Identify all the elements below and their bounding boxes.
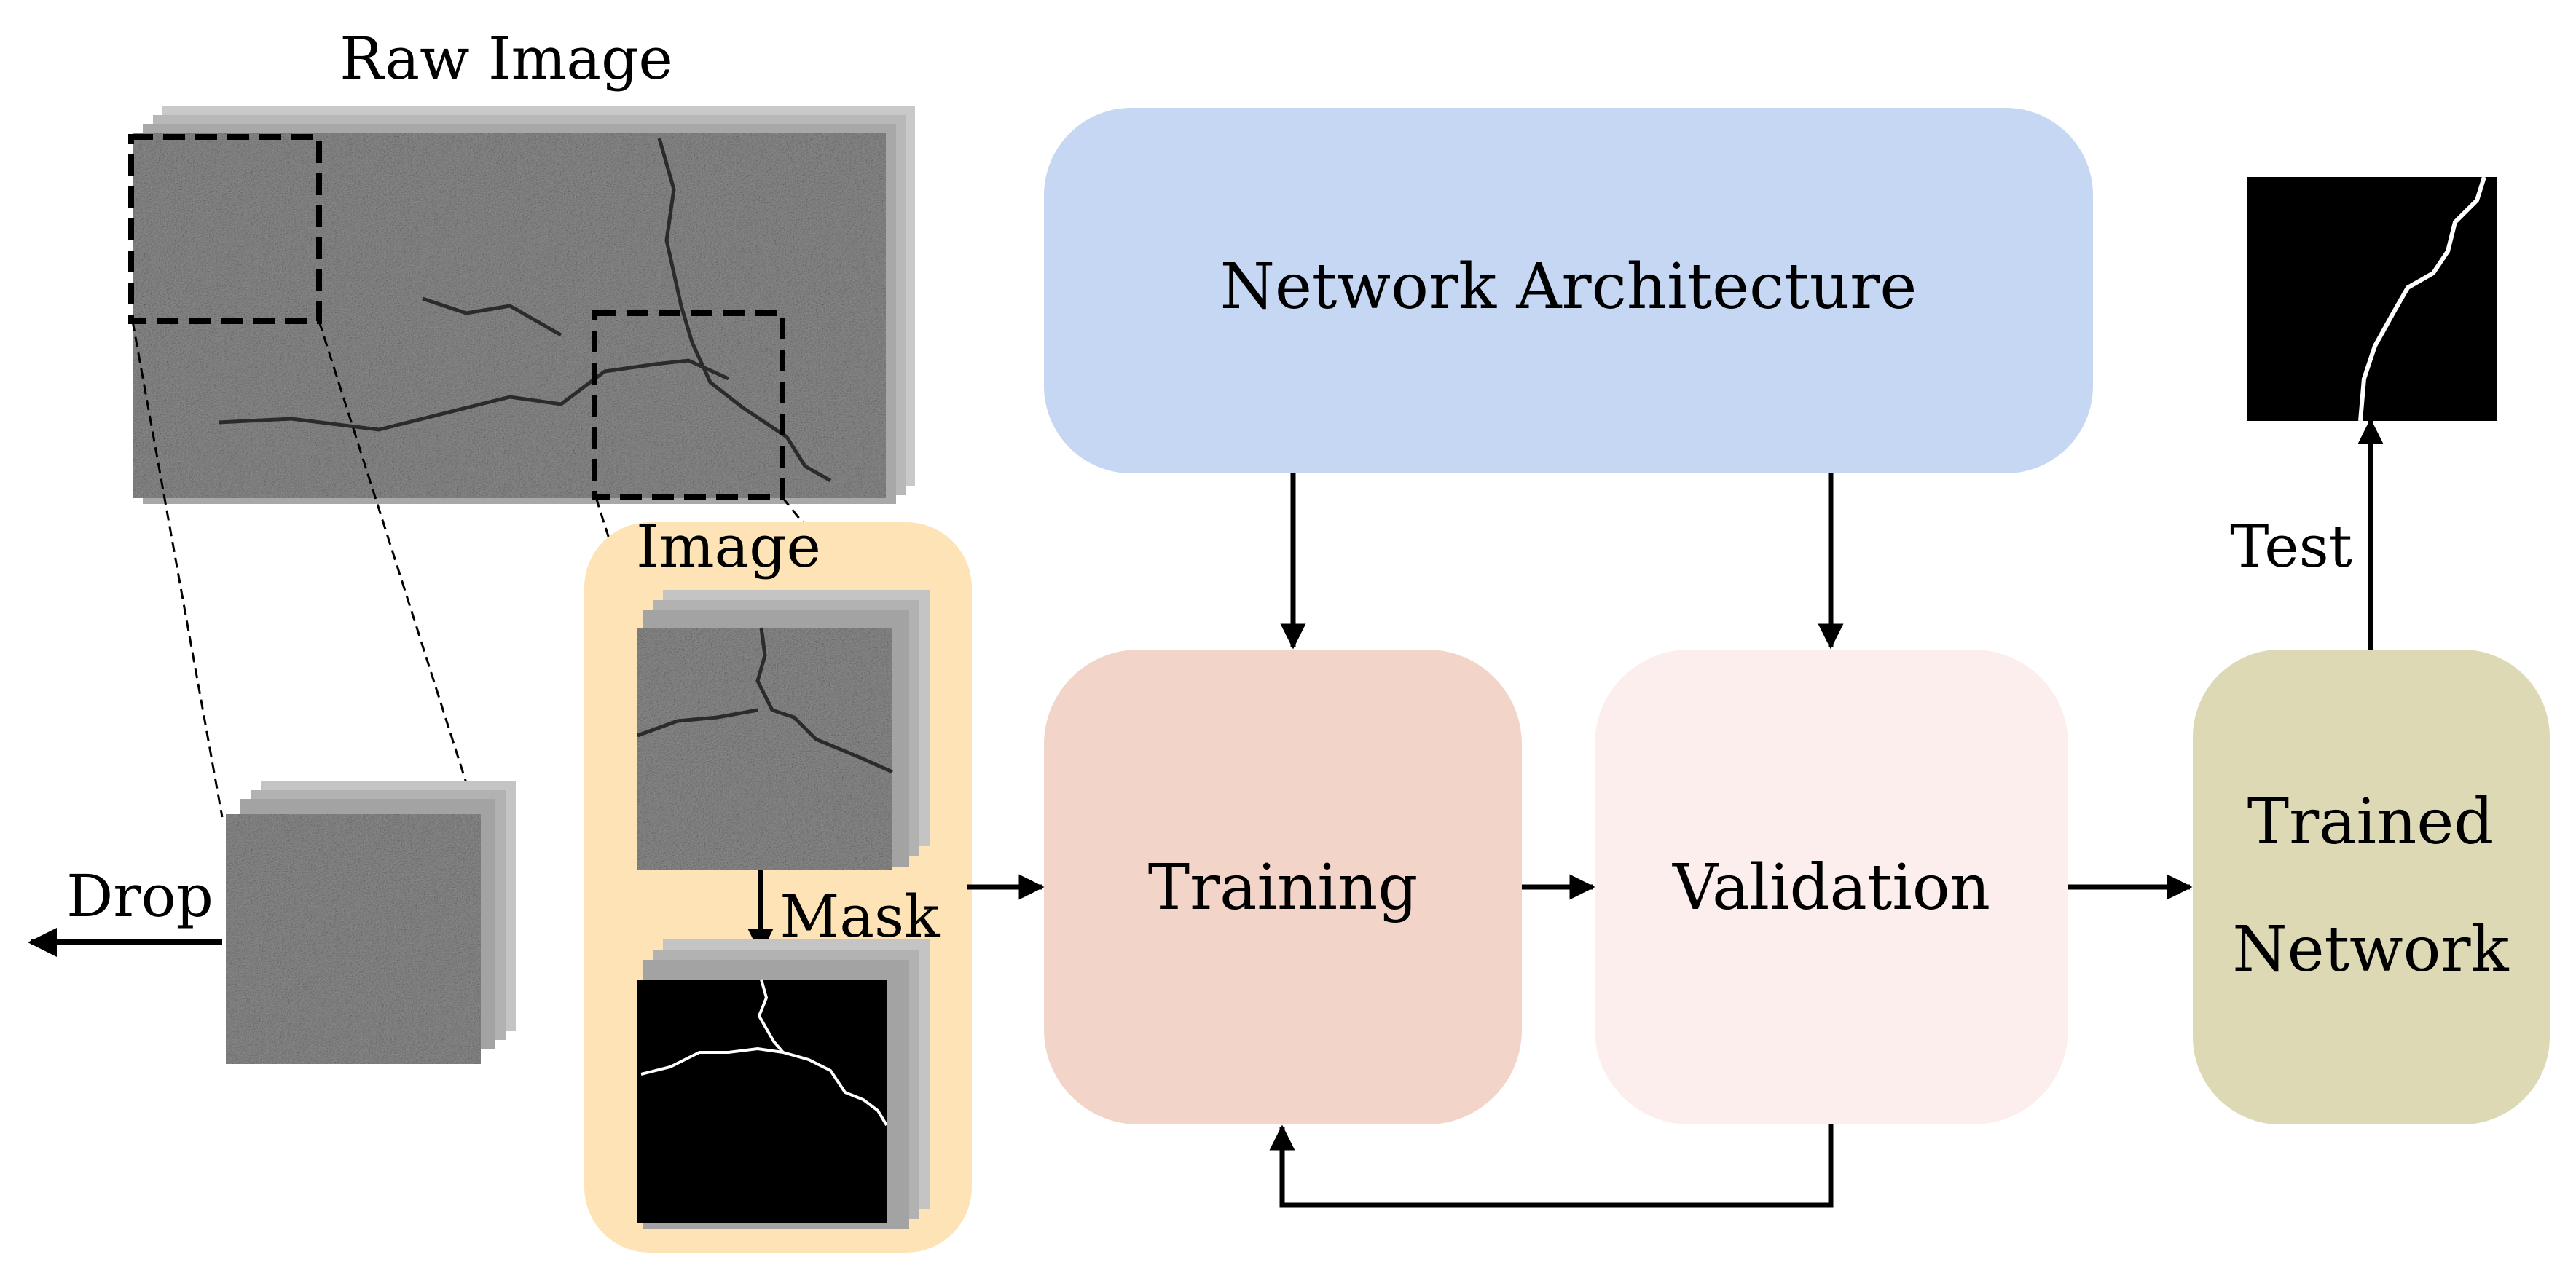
- training-label: Training: [1148, 851, 1418, 924]
- raw-image-stack: [133, 106, 915, 504]
- raw-image-label: Raw Image: [339, 25, 672, 92]
- dropped-patch-stack: [226, 781, 516, 1064]
- crop-box-1: [128, 134, 322, 324]
- mask-crack-lines: [640, 979, 888, 1127]
- validation-label: Validation: [1672, 851, 1990, 924]
- mask-patch-stack: [637, 939, 930, 1229]
- image-patch-texture: [637, 628, 892, 870]
- validation-feedback-arrow: [1269, 1124, 1834, 1208]
- network-architecture-label: Network Architecture: [1220, 251, 1917, 323]
- image-label: Image: [636, 513, 821, 580]
- image-patch-cracks: [637, 627, 894, 774]
- test-label: Test: [2230, 513, 2352, 580]
- training-box: [1044, 650, 1522, 1124]
- image-patch-stack: [637, 590, 930, 870]
- mask-patch: [637, 980, 887, 1223]
- trained-network-label-line1: Trained: [2247, 786, 2494, 859]
- drop-label: Drop: [66, 862, 213, 930]
- mask-label: Mask: [780, 883, 941, 950]
- trained-network-box: [2193, 650, 2550, 1124]
- crop-box-2: [592, 310, 785, 500]
- raw-crack-lines: [218, 138, 832, 483]
- trained-network-label-line2: Network: [2232, 913, 2509, 986]
- validation-box: [1595, 650, 2068, 1124]
- network-architecture-box: [1044, 108, 2093, 473]
- test-output-crack: [2358, 176, 2486, 422]
- dropped-patch-texture: [226, 814, 481, 1064]
- test-output-mask: [2247, 177, 2497, 421]
